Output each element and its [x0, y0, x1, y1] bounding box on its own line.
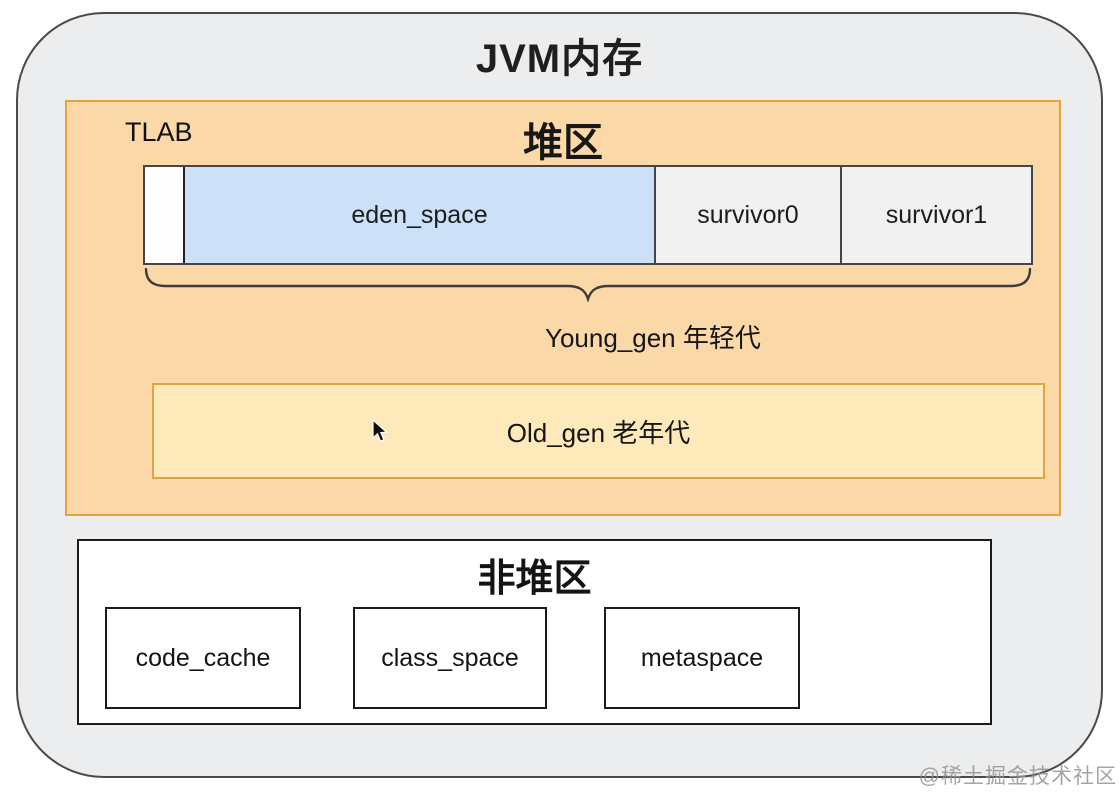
watermark: @稀土掘金技术社区 [918, 765, 1117, 788]
class-space-label: class_space [381, 643, 519, 672]
old-gen-label: Old_gen 老年代 [506, 417, 691, 448]
survivor1-box: survivor1 [842, 167, 1031, 263]
eden-space-box: eden_space [185, 167, 656, 263]
class-space-box: class_space [353, 607, 547, 709]
code-cache-box: code_cache [105, 607, 301, 709]
survivor1-label: survivor1 [885, 200, 988, 229]
survivor0-box: survivor0 [656, 167, 842, 263]
eden-space-label: eden_space [351, 200, 488, 229]
old-gen-box: Old_gen 老年代 [152, 383, 1045, 479]
tlab-box [145, 167, 185, 263]
young-gen-label: Young_gen 年轻代 [545, 323, 761, 353]
young-gen-row: eden_space survivor0 survivor1 [143, 165, 1033, 265]
non-heap-title: 非堆区 [477, 558, 592, 600]
metaspace-box: metaspace [604, 607, 800, 709]
code-cache-label: code_cache [135, 643, 271, 672]
curly-brace-down-icon [144, 268, 1032, 302]
heap-region: TLAB 堆区 eden_space survivor0 survivor1 Y… [65, 100, 1061, 516]
metaspace-label: metaspace [640, 643, 764, 672]
non-heap-region: 非堆区 code_cache class_space metaspace [77, 539, 992, 725]
jvm-memory-container: JVM内存 TLAB 堆区 eden_space survivor0 survi… [16, 12, 1103, 778]
tlab-label: TLAB [125, 117, 193, 147]
heap-title: 堆区 [523, 121, 603, 165]
diagram-title: JVM内存 [475, 37, 644, 81]
mouse-pointer-icon [372, 419, 388, 442]
survivor0-label: survivor0 [697, 200, 799, 229]
